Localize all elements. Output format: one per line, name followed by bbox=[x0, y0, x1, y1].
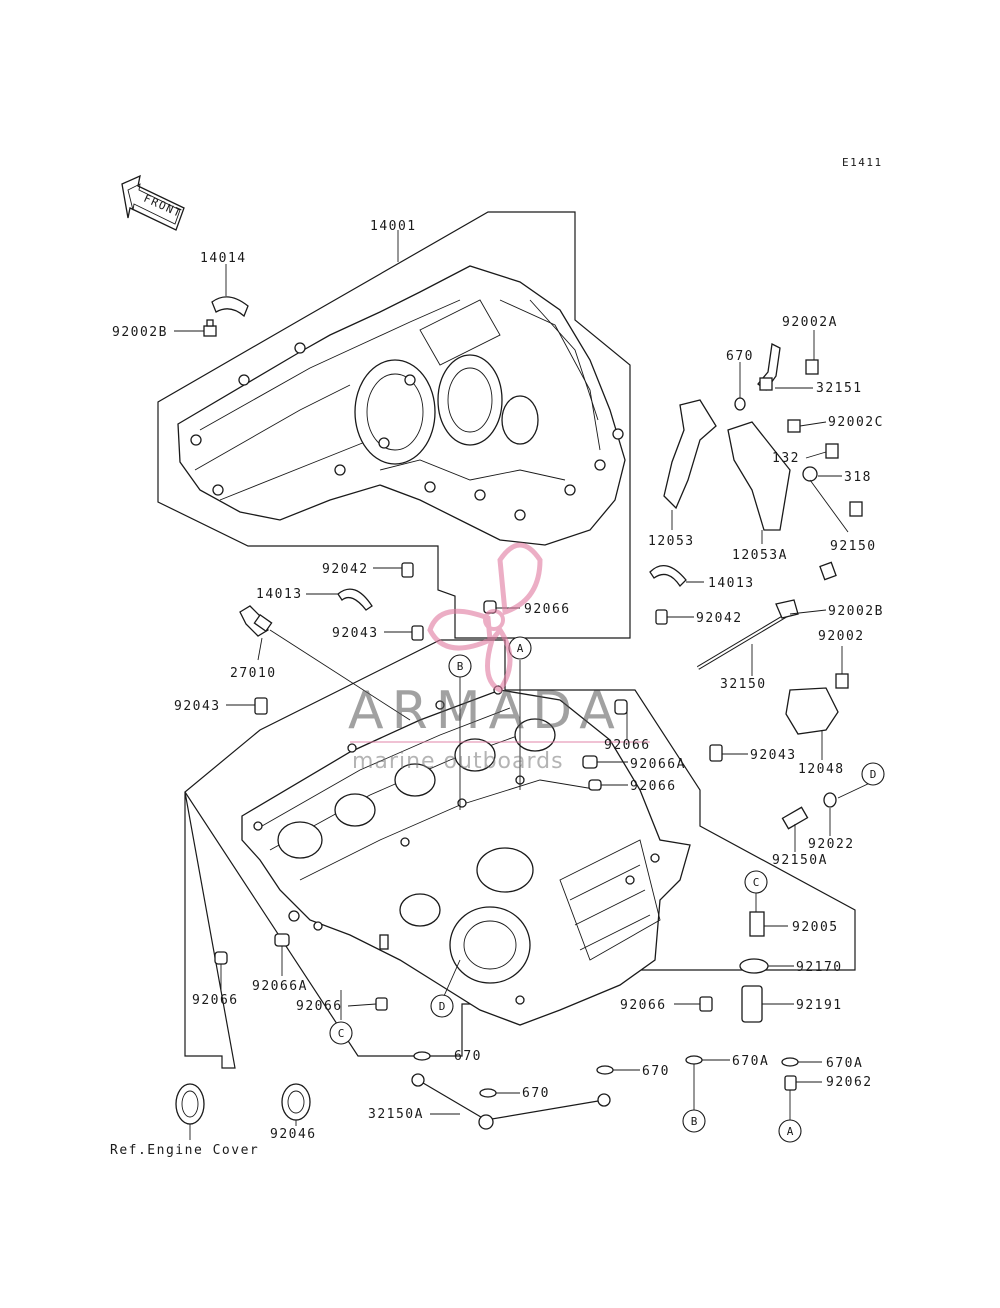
callout-D-bottom: D bbox=[430, 994, 454, 1018]
part-label: 92002B bbox=[828, 604, 884, 619]
part-label: 92002C bbox=[828, 415, 884, 430]
part-labels: 14001 14014 92002B 92002A 670 32151 9200… bbox=[110, 219, 884, 1158]
part-label: 670A bbox=[826, 1056, 863, 1071]
guide-12053 bbox=[663, 399, 717, 510]
svg-text:C: C bbox=[338, 1027, 345, 1040]
part-label: 92150 bbox=[830, 539, 877, 554]
part-label: 670 bbox=[522, 1086, 550, 1101]
svg-text:C: C bbox=[753, 876, 760, 889]
part-label: 92062 bbox=[826, 1075, 873, 1090]
svg-text:D: D bbox=[439, 1000, 446, 1013]
guide-12053A bbox=[727, 421, 791, 531]
part-label: 92005 bbox=[792, 920, 839, 935]
part-label: 12053A bbox=[732, 548, 788, 563]
part-label: 92002A bbox=[782, 315, 838, 330]
ref-engine-cover-label: Ref.Engine Cover bbox=[110, 1143, 259, 1158]
part-label: 12053 bbox=[648, 534, 695, 549]
part-label: 92043 bbox=[332, 626, 379, 641]
front-arrow-icon: FRONT bbox=[121, 174, 185, 231]
svg-text:B: B bbox=[457, 660, 464, 673]
part-label: 92043 bbox=[174, 699, 221, 714]
armada-watermark: ARMADA marine outboards bbox=[348, 542, 650, 774]
part-label: 14013 bbox=[708, 576, 755, 591]
part-label: 92042 bbox=[696, 611, 743, 626]
part-label: 92042 bbox=[322, 562, 369, 577]
sensor-27010 bbox=[239, 605, 273, 637]
svg-text:A: A bbox=[517, 642, 524, 655]
propeller-logo-icon bbox=[427, 542, 543, 694]
part-label: 92002B bbox=[112, 325, 168, 340]
part-label: 32150A bbox=[368, 1107, 424, 1122]
watermark-tagline: marine outboards bbox=[352, 749, 564, 774]
bearing-14014 bbox=[211, 296, 249, 318]
part-label: 92066A bbox=[630, 757, 686, 772]
part-label: 92191 bbox=[796, 998, 843, 1013]
part-label: 670A bbox=[732, 1054, 769, 1069]
callout-B-top: B bbox=[448, 654, 472, 678]
part-label: 92043 bbox=[750, 748, 797, 763]
part-label: 92066 bbox=[296, 999, 343, 1014]
part-label: 92002 bbox=[818, 629, 865, 644]
part-label: 132 bbox=[772, 451, 800, 466]
part-label: 318 bbox=[844, 470, 872, 485]
upper-crankcase bbox=[157, 211, 631, 639]
part-label: 92066 bbox=[620, 998, 667, 1013]
part-label: 92170 bbox=[796, 960, 843, 975]
part-label: 92066 bbox=[604, 738, 651, 753]
part-label: 32150 bbox=[720, 677, 767, 692]
callout-B-bottom: B bbox=[682, 1109, 706, 1133]
part-label: 14013 bbox=[256, 587, 303, 602]
part-label: 12048 bbox=[798, 762, 845, 777]
svg-text:D: D bbox=[870, 768, 877, 781]
part-label: 92066 bbox=[524, 602, 571, 617]
part-label: 14001 bbox=[370, 219, 417, 234]
part-label: 14014 bbox=[200, 251, 247, 266]
part-label: 670 bbox=[726, 349, 754, 364]
part-label: 92150A bbox=[772, 853, 828, 868]
callout-A-bottom: A bbox=[778, 1119, 802, 1143]
callout-C-right: C bbox=[744, 870, 768, 894]
part-label: 670 bbox=[642, 1064, 670, 1079]
part-label: 92022 bbox=[808, 837, 855, 852]
callout-D-right: D bbox=[861, 762, 885, 786]
part-label: 92066 bbox=[630, 779, 677, 794]
part-label: 92046 bbox=[270, 1127, 317, 1142]
small-parts bbox=[175, 296, 863, 1130]
callout-C-bottom: C bbox=[329, 1021, 353, 1045]
svg-text:A: A bbox=[787, 1125, 794, 1138]
part-label: 92066A bbox=[252, 979, 308, 994]
part-label: 92066 bbox=[192, 993, 239, 1008]
part-label: 670 bbox=[454, 1049, 482, 1064]
leader-lines bbox=[174, 230, 873, 1140]
part-label: 32151 bbox=[816, 381, 863, 396]
watermark-brand: ARMADA bbox=[348, 681, 623, 741]
figure-code: E1411 bbox=[842, 156, 883, 169]
bolt-92002B-left bbox=[203, 325, 217, 337]
part-label: 27010 bbox=[230, 666, 277, 681]
svg-text:B: B bbox=[691, 1115, 698, 1128]
